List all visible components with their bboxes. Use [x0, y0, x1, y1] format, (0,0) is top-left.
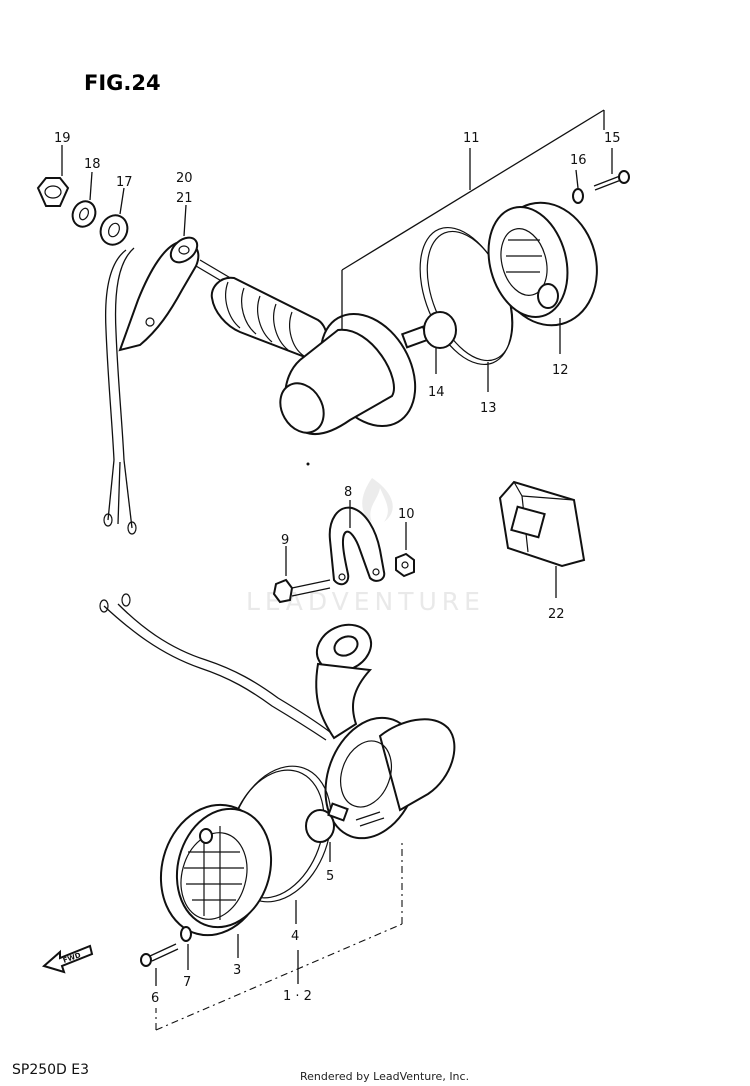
callout-4: 4	[291, 929, 299, 944]
part-6-screw	[140, 943, 179, 986]
callout-17: 17	[116, 175, 133, 190]
part-9-bolt	[272, 546, 331, 604]
callout-10: 10	[398, 507, 415, 522]
callout-19: 19	[54, 131, 71, 146]
rubber-boot	[210, 276, 328, 364]
lower-wire	[99, 593, 331, 741]
callout-8: 8	[344, 485, 352, 500]
figure-title: FIG.24	[84, 71, 161, 95]
callout-16: 16	[570, 153, 587, 168]
callout-14: 14	[428, 385, 445, 400]
callout-9: 9	[281, 533, 289, 548]
part-5-bulb	[305, 802, 349, 862]
callout-11: 11	[463, 131, 480, 146]
part-11-housing	[279, 312, 417, 435]
callout-3: 3	[233, 963, 241, 978]
callout-15: 15	[604, 131, 621, 146]
part-17-washer	[99, 187, 129, 246]
stray-dot	[306, 462, 310, 466]
part-19-nut	[36, 145, 70, 207]
part-20-21-bracket	[118, 204, 245, 352]
part-10-nut	[395, 522, 415, 578]
part-15-screw	[593, 148, 630, 191]
callout-6: 6	[151, 991, 159, 1006]
part-7-washer	[180, 926, 192, 970]
model-code: SP250D E3	[12, 1062, 89, 1078]
callout-12: 12	[552, 363, 569, 378]
callout-20: 20	[176, 171, 193, 186]
part-22-relay	[498, 480, 586, 598]
part-18-lock-washer	[71, 171, 97, 228]
callout-line-1-2	[155, 840, 403, 1031]
credit-text: Rendered by LeadVenture, Inc.	[300, 1070, 469, 1083]
callout-22: 22	[548, 607, 565, 622]
callout-7: 7	[183, 975, 191, 990]
callout-1-2: 1 · 2	[283, 989, 312, 1004]
lower-housing	[324, 716, 456, 840]
part-12-lens	[487, 201, 598, 354]
part-8-clamp	[328, 500, 386, 586]
lower-mount-arm	[315, 623, 373, 740]
part-16-washer	[572, 169, 584, 204]
fwd-arrow-icon: FWD	[41, 944, 94, 974]
callout-18: 18	[84, 157, 101, 172]
callout-13: 13	[480, 401, 497, 416]
upper-wire	[103, 247, 137, 535]
part-14-bulb	[400, 311, 457, 374]
callout-21: 21	[176, 191, 193, 206]
part-3-lens	[159, 803, 273, 958]
callout-5: 5	[326, 869, 334, 884]
callout-line-11	[341, 109, 605, 330]
